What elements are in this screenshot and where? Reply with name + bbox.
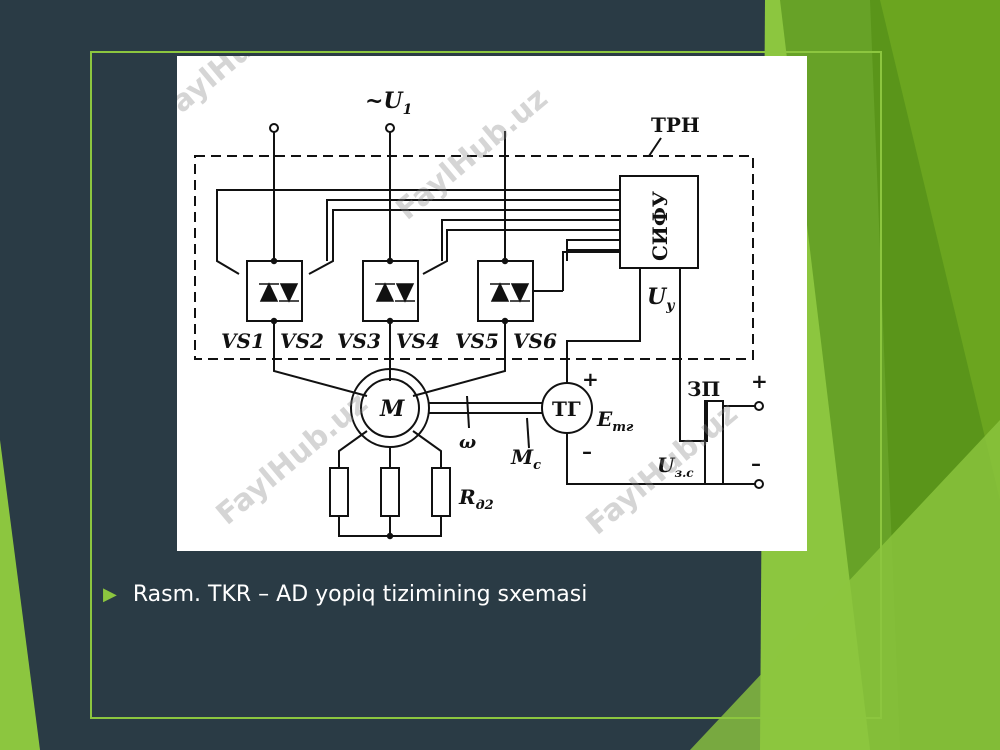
omega-label: ω (459, 432, 476, 453)
watermark-1: FaylHub.uz (390, 81, 555, 227)
motor-label: M (379, 396, 405, 422)
rotor-lead-1 (338, 430, 368, 468)
vs1-label: VS1 (221, 329, 265, 353)
watermark-2: FaylHub.uz (210, 386, 375, 532)
resistor-2 (380, 467, 400, 517)
thyristor-vs3-icon (375, 282, 395, 302)
feedback-line-top (566, 268, 641, 374)
watermark-4: FaylHub.uz (177, 56, 315, 132)
motor-inner (360, 378, 420, 438)
vs6-label: VS6 (513, 329, 557, 353)
thyristor-vs6-icon (510, 283, 530, 303)
trn-leader-line (648, 137, 662, 157)
control-line-1 (216, 189, 620, 275)
thyristor-vs4-icon (395, 283, 415, 303)
tg-label: TГ (552, 397, 581, 421)
sifu-box (619, 175, 699, 269)
zp-minus-label: – (751, 451, 761, 475)
thyristor-vs5-icon (490, 282, 510, 302)
green-stripe-4 (690, 420, 1000, 750)
motor-lead-1 (273, 321, 368, 397)
control-line-4 (441, 219, 620, 261)
control-line-5 (422, 229, 620, 275)
zp-box (704, 400, 724, 485)
zp-plus-label: + (751, 369, 768, 393)
trn-label: TPH (651, 113, 700, 137)
uy-label: Uy (647, 284, 675, 314)
zp-plus-terminal (754, 401, 764, 411)
vs5-label: VS5 (455, 329, 499, 353)
figure-caption: ▶ Rasm. TKR – AD yopiq tizimining sxemas… (103, 582, 587, 607)
omega-arrow (466, 395, 470, 429)
pair-3-gate-line (562, 251, 620, 291)
resistor-3 (431, 467, 451, 517)
circuit-diagram: ~U1 TPH СИФУ Uy VS1 VS2 VS3 VS4 VS5 VS6 … (177, 56, 768, 542)
zp-minus-terminal (754, 479, 764, 489)
uzs-label: Uз.с (657, 453, 694, 480)
uy-line (679, 268, 708, 442)
green-left-corner (0, 440, 40, 750)
supply-terminal-1 (269, 123, 279, 133)
content-frame (90, 51, 882, 719)
resistor-1 (329, 467, 349, 517)
vs3-label: VS3 (337, 329, 381, 353)
vs2-label: VS2 (280, 329, 324, 353)
vs4-label: VS4 (396, 329, 440, 353)
zp-label: ЗП (687, 377, 720, 401)
control-line-2 (326, 199, 620, 261)
etg-label: Eтг (596, 407, 634, 435)
mc-label: Mc (510, 445, 541, 473)
thyristor-vs1-icon (259, 282, 279, 302)
tg-minus-label: – (582, 439, 592, 463)
supply-label: ~U1 (365, 88, 412, 118)
rotor-lead-3 (412, 430, 442, 468)
rd2-label: Rд2 (458, 485, 494, 513)
supply-terminal-2 (385, 123, 395, 133)
trn-dashed-box (194, 155, 754, 360)
caption-text: Rasm. TKR – AD yopiq tizimining sxemasi (132, 582, 588, 607)
tg-plus-label: + (582, 367, 599, 391)
mc-arrow (526, 417, 530, 449)
control-line-3 (308, 209, 620, 275)
control-line-7 (566, 249, 620, 261)
triangle-right-icon: ▶ (103, 584, 117, 605)
sifu-label: СИФУ (648, 191, 672, 261)
circuit-figure: ~U1 TPH СИФУ Uy VS1 VS2 VS3 VS4 VS5 VS6 … (177, 56, 807, 551)
motor-lead-3 (412, 321, 506, 397)
thyristor-vs2-icon (279, 283, 299, 303)
